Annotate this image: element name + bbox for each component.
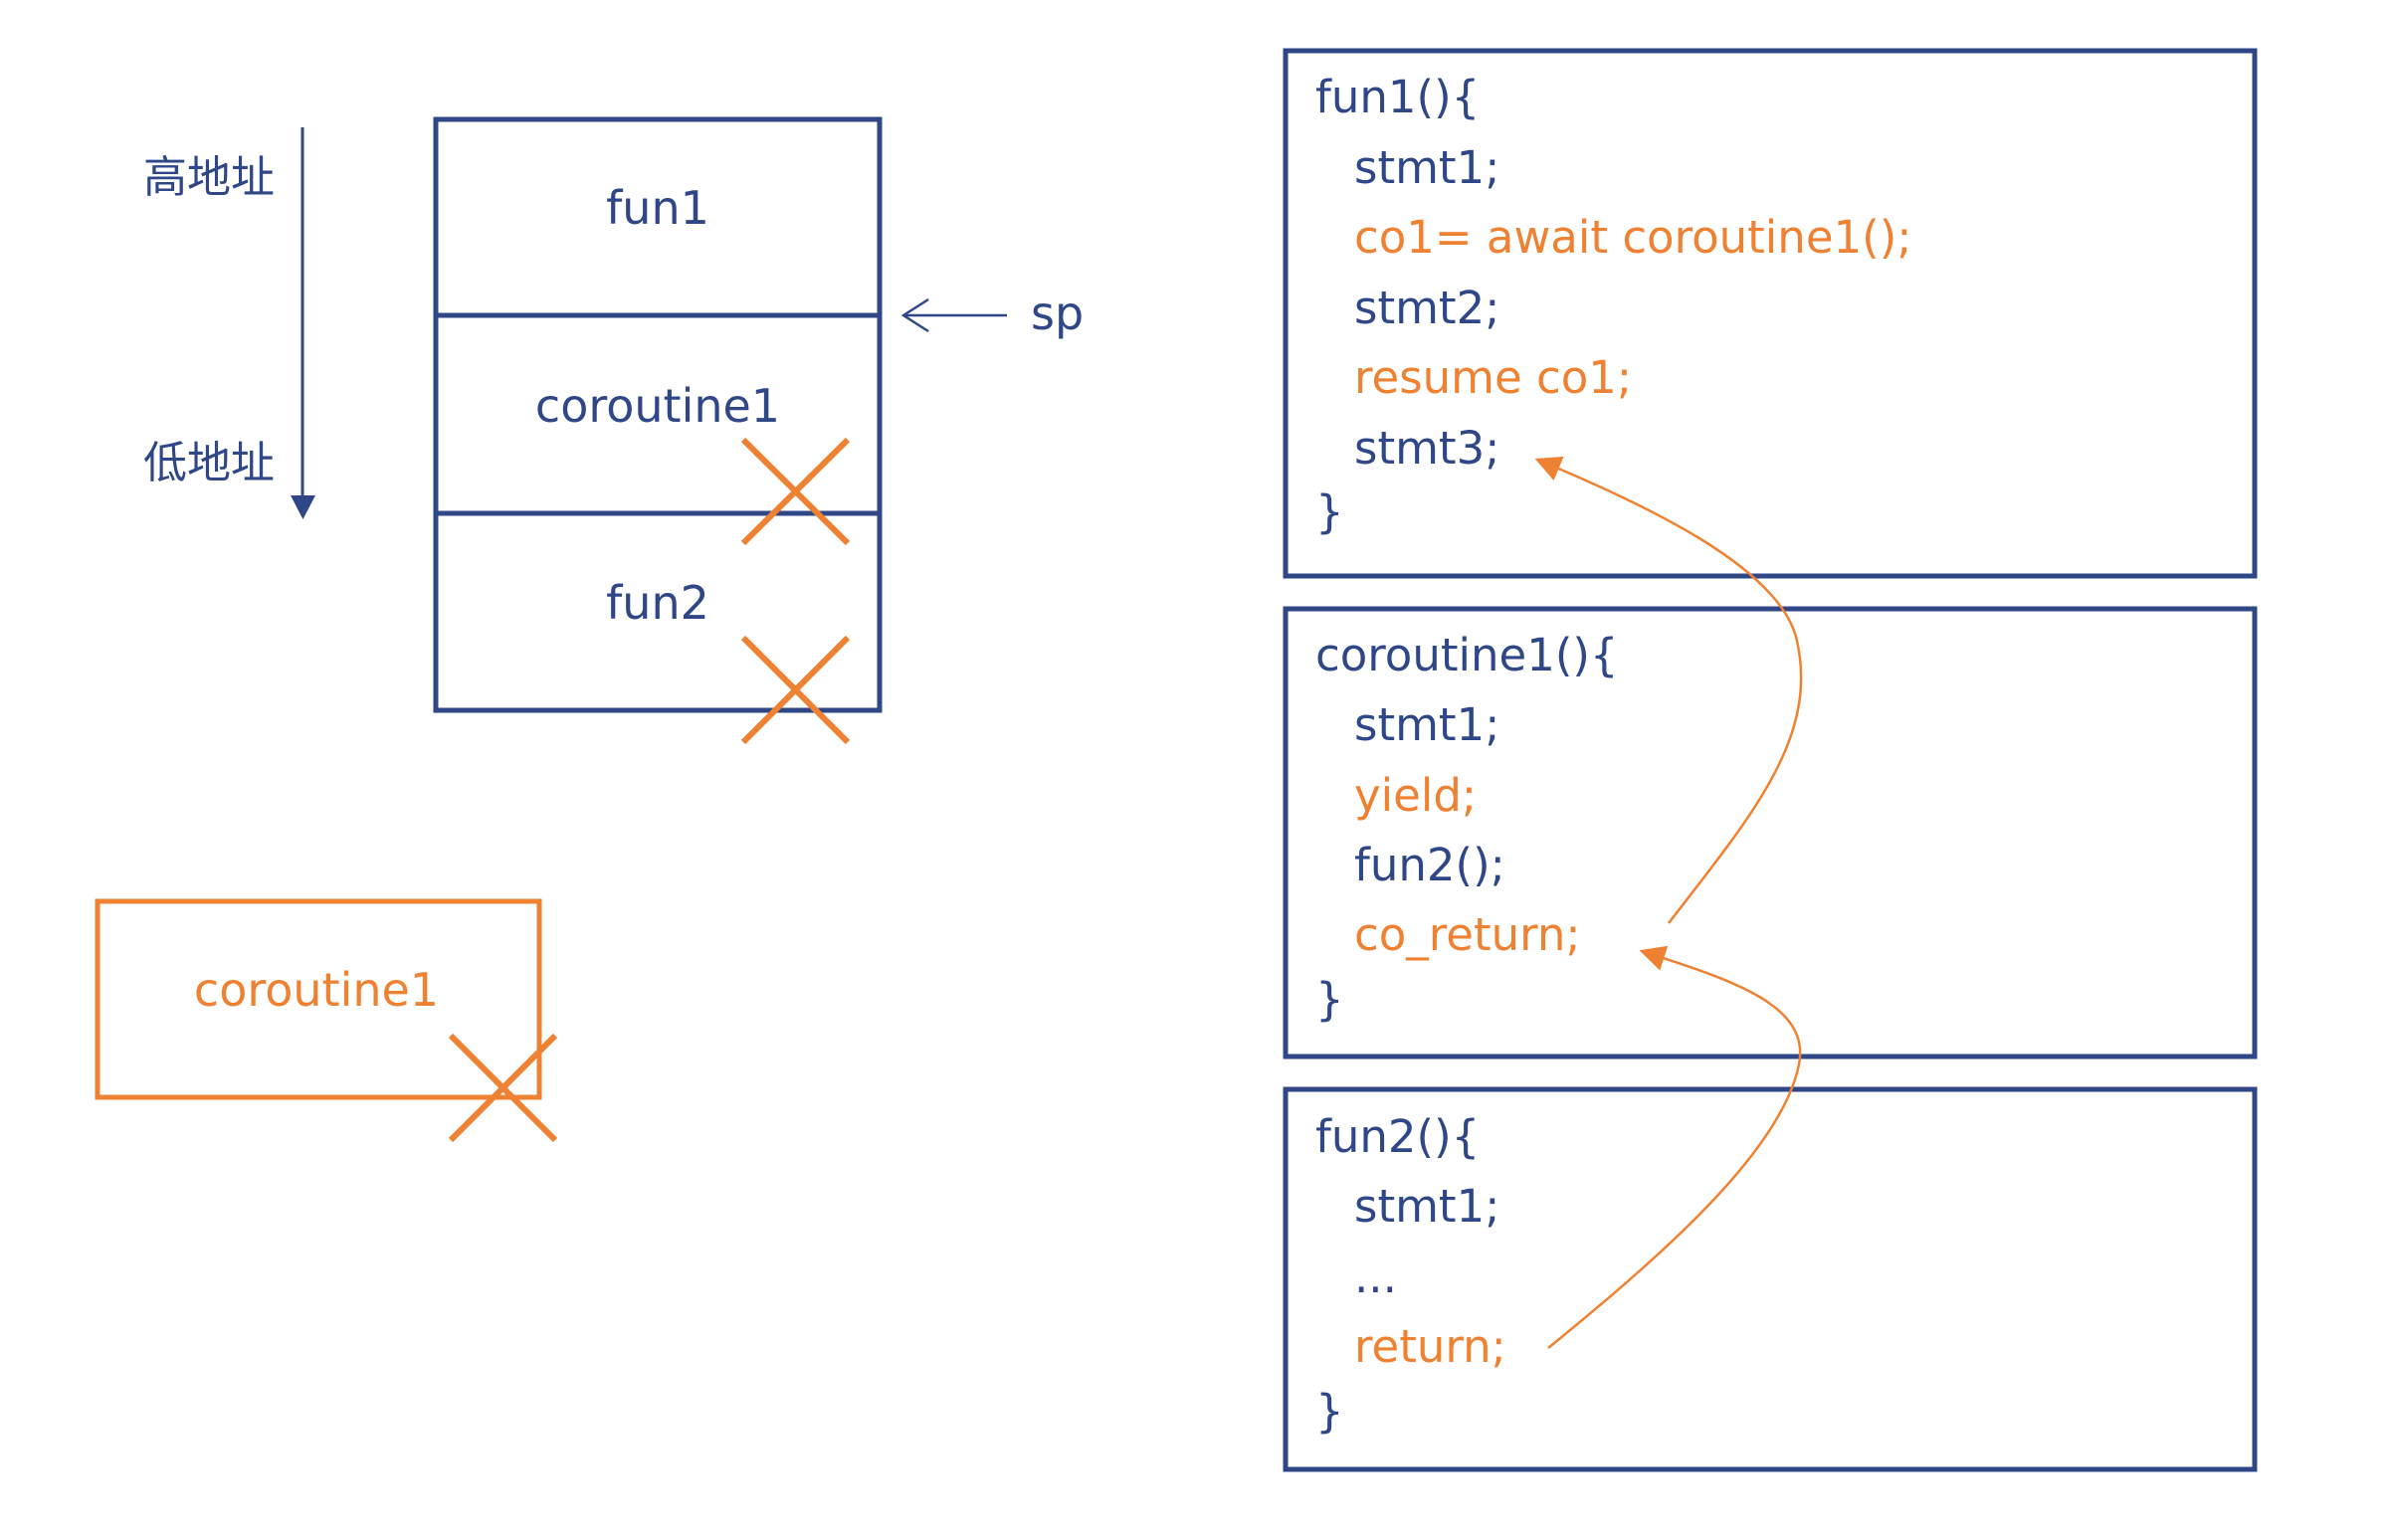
code-box xyxy=(1283,1086,2258,1472)
heap-frame-box xyxy=(95,898,542,1100)
code-line: stmt1; xyxy=(1354,1180,1499,1233)
code-block-fun1: fun1(){ stmt1; co1= await coroutine1(); … xyxy=(1283,48,2258,579)
cross-icon xyxy=(448,1033,558,1143)
code-block-fun2: fun2(){ stmt1; ... return; } xyxy=(1283,1086,2258,1472)
code-line-highlight: return; xyxy=(1354,1320,1506,1373)
stack-frame-label: fun1 xyxy=(606,181,709,235)
high-address-label: 高地址 xyxy=(143,152,275,203)
stack-frame-fun2 xyxy=(433,510,883,713)
code-line: fun2(){ xyxy=(1315,1110,1480,1163)
code-line: coroutine1(){ xyxy=(1315,629,1619,681)
heap-coroutine-frame: coroutine1 xyxy=(95,898,558,1143)
code-line-highlight: yield; xyxy=(1354,769,1477,822)
code-box xyxy=(1283,48,2258,579)
code-line: stmt1; xyxy=(1354,698,1499,751)
code-line: } xyxy=(1315,1385,1344,1438)
code-block-coroutine1: coroutine1(){ stmt1; yield; fun2(); co_r… xyxy=(1283,606,2258,1059)
heap-frame-label: coroutine1 xyxy=(194,963,439,1017)
code-line-highlight: co1= await coroutine1(); xyxy=(1354,211,1911,264)
code-line-highlight: co_return; xyxy=(1354,908,1581,961)
low-address-label: 低地址 xyxy=(143,438,275,488)
code-line: } xyxy=(1315,973,1344,1026)
cross-icon xyxy=(740,635,851,745)
code-line: fun2(); xyxy=(1354,839,1505,891)
stack-frame-label: fun2 xyxy=(606,576,709,630)
code-box xyxy=(1283,606,2258,1059)
code-line: ... xyxy=(1354,1251,1397,1303)
stack-frame-label: coroutine1 xyxy=(535,379,780,433)
stack-pointer: sp xyxy=(900,287,1084,340)
code-line: } xyxy=(1315,485,1344,538)
cross-icon xyxy=(740,437,851,546)
flow-arrow-co-return-to-stmt3 xyxy=(1534,457,1803,924)
code-line: stmt3; xyxy=(1354,422,1499,475)
stack-pointer-label: sp xyxy=(1031,287,1084,340)
code-line: stmt1; xyxy=(1354,141,1499,194)
arrow-left-icon xyxy=(900,297,1007,333)
arrow-down-icon xyxy=(291,127,315,519)
code-line: stmt2; xyxy=(1354,282,1499,334)
call-stack: fun1 coroutine1 fun2 xyxy=(433,116,883,745)
address-axis: 高地址 低地址 xyxy=(143,127,315,519)
code-line: fun1(){ xyxy=(1315,71,1480,123)
flow-arrow-return-to-co-return xyxy=(1547,945,1802,1349)
code-line-highlight: resume co1; xyxy=(1354,351,1632,404)
